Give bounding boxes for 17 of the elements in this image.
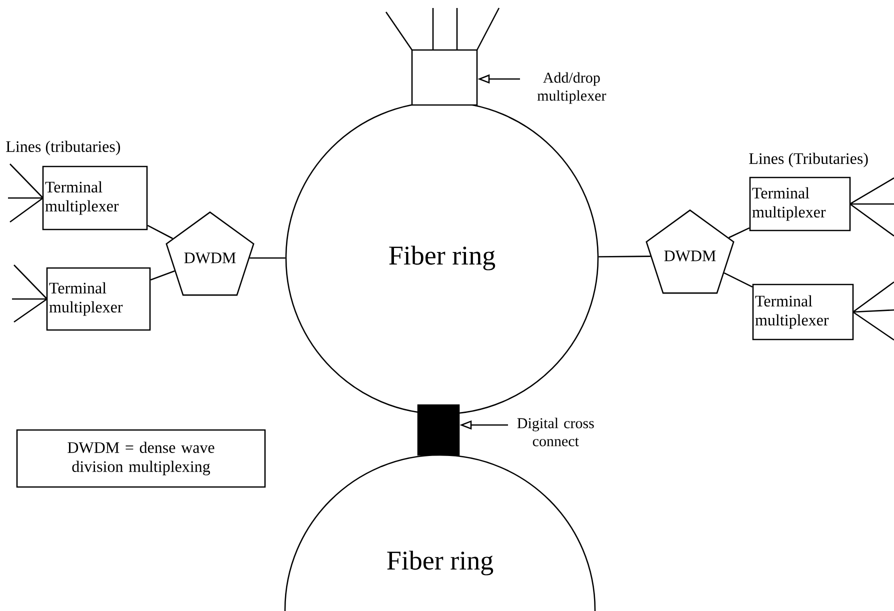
callout-text: Digital cross connect (517, 418, 594, 446)
note-box: DWDM = dense wave division multiplexing (16, 429, 266, 488)
terminal-box: Terminal multiplexer (42, 166, 148, 230)
terminal-box: Terminal multiplexer (46, 267, 151, 331)
multiplexer-box (411, 49, 478, 106)
terminal-box: Terminal multiplexer (752, 284, 854, 340)
connector-line (598, 256, 650, 258)
connector-line (724, 272, 753, 288)
line-label: Lines (tributaries) (6, 140, 120, 156)
connector-line (250, 257, 286, 259)
connector-line (150, 270, 175, 280)
terminal-box: Terminal multiplexer (749, 176, 851, 232)
connector-line (728, 227, 750, 238)
line-label: Lines (Tributaries) (749, 152, 868, 168)
connector-line (147, 224, 173, 240)
cross-connect-bar (417, 404, 460, 456)
callout-text: Add/drop multiplexer (537, 72, 606, 104)
